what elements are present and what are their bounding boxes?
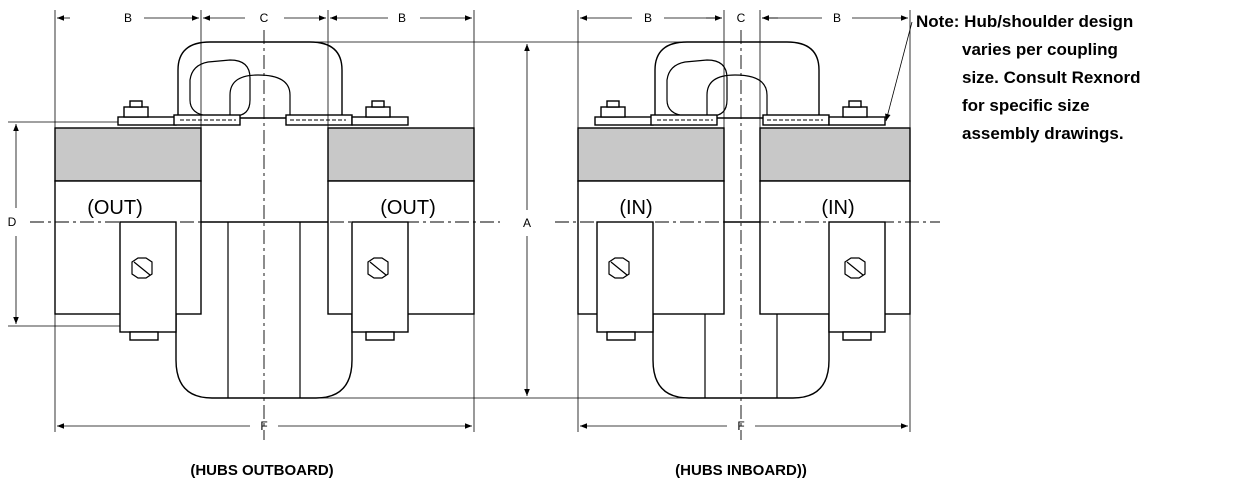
outboard-dimensions <box>8 10 475 432</box>
tag-out-right: (OUT) <box>380 197 436 219</box>
overall-a-dimension <box>310 41 793 399</box>
note-line-5: assembly drawings. <box>962 124 1124 143</box>
note-line-3: size. Consult Rexnord <box>962 68 1141 87</box>
inboard-left-hub-shoulder <box>577 127 725 182</box>
inboard-view <box>577 41 911 399</box>
dim-c-inboard: C <box>737 11 746 25</box>
dim-c-outboard: C <box>260 11 269 25</box>
outboard-left-hub-shoulder <box>54 127 202 182</box>
dim-b-outboard-left: B <box>124 11 132 25</box>
caption-hubs-inboard: (HUBS INBOARD)) <box>675 462 807 479</box>
dim-b-inboard-left: B <box>644 11 652 25</box>
tag-out-left: (OUT) <box>87 197 143 219</box>
caption-hubs-outboard: (HUBS OUTBOARD) <box>190 462 333 479</box>
inboard-dimensions <box>577 10 913 432</box>
tag-in-right: (IN) <box>821 197 854 219</box>
inboard-cover-dome <box>654 41 820 119</box>
inboard-right-hub-shoulder <box>759 127 911 182</box>
tag-in-left: (IN) <box>619 197 652 219</box>
dim-b-inboard-right: B <box>833 11 841 25</box>
dim-f-inboard: F <box>737 419 744 433</box>
note-line-1: Note: Hub/shoulder design <box>916 12 1133 31</box>
note-block: Note: Hub/shoulder design varies per cou… <box>916 12 1141 143</box>
dim-a: A <box>523 216 531 230</box>
dim-b-outboard-right: B <box>398 11 406 25</box>
note-line-4: for specific size <box>962 96 1090 115</box>
dim-d: D <box>8 215 17 229</box>
outboard-cover-dome <box>177 41 343 119</box>
outboard-right-hub-shoulder <box>327 127 475 182</box>
note-line-2: varies per coupling <box>962 40 1118 59</box>
dim-f-outboard: F <box>260 419 267 433</box>
outboard-view <box>54 41 475 399</box>
